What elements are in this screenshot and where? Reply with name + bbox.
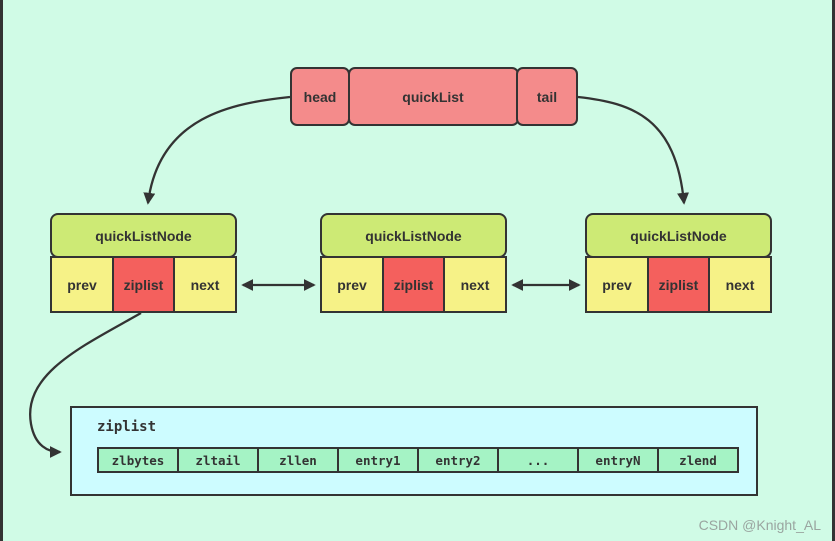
left-frame-line bbox=[0, 0, 3, 541]
node3-prev-cell: prev bbox=[585, 256, 649, 313]
node2-ziplist-cell: ziplist bbox=[381, 256, 446, 313]
node3-header: quickListNode bbox=[585, 213, 772, 258]
node1-row: prev ziplist next bbox=[50, 256, 237, 313]
ziplist-cell-zlend: zlend bbox=[657, 447, 739, 473]
ziplist-cell-zltail: zltail bbox=[177, 447, 259, 473]
ziplist-cell-entry2: entry2 bbox=[417, 447, 499, 473]
ziplist-cell-entry1: entry1 bbox=[337, 447, 419, 473]
node2-row: prev ziplist next bbox=[320, 256, 507, 313]
tail-to-node3-arrow bbox=[577, 95, 689, 205]
node1-prev-cell: prev bbox=[50, 256, 114, 313]
quicklist-head-cell: head bbox=[290, 67, 350, 126]
right-frame-line bbox=[832, 0, 835, 541]
node2-prev-cell: prev bbox=[320, 256, 384, 313]
watermark: CSDN @Knight_AL bbox=[698, 517, 821, 533]
head-to-node1-arrow bbox=[143, 95, 291, 205]
node1-header: quickListNode bbox=[50, 213, 237, 258]
node3-next-cell: next bbox=[708, 256, 772, 313]
quicklist-title-cell: quickList bbox=[347, 67, 519, 126]
quicklistnode-1: quickListNode prev ziplist next bbox=[50, 213, 237, 313]
ziplist-cell-ellipsis: ... bbox=[497, 447, 579, 473]
quicklistnode-3: quickListNode prev ziplist next bbox=[585, 213, 772, 313]
node2-next-cell: next bbox=[443, 256, 507, 313]
node3-row: prev ziplist next bbox=[585, 256, 772, 313]
node1-next-cell: next bbox=[173, 256, 237, 313]
quicklist-tail-cell: tail bbox=[516, 67, 578, 126]
node3-ziplist-cell: ziplist bbox=[646, 256, 711, 313]
ziplist-box-label: ziplist bbox=[97, 419, 157, 435]
node1-ziplist-cell: ziplist bbox=[111, 256, 176, 313]
node2-header: quickListNode bbox=[320, 213, 507, 258]
ziplist-cell-zllen: zllen bbox=[257, 447, 339, 473]
ziplist-box: ziplist zlbytes zltail zllen entry1 entr… bbox=[70, 406, 758, 496]
ziplist-cell-zlbytes: zlbytes bbox=[97, 447, 179, 473]
quicklistnode-2: quickListNode prev ziplist next bbox=[320, 213, 507, 313]
ziplist-cell-entryN: entryN bbox=[577, 447, 659, 473]
ziplist-cells-row: zlbytes zltail zllen entry1 entry2 ... e… bbox=[97, 447, 739, 473]
